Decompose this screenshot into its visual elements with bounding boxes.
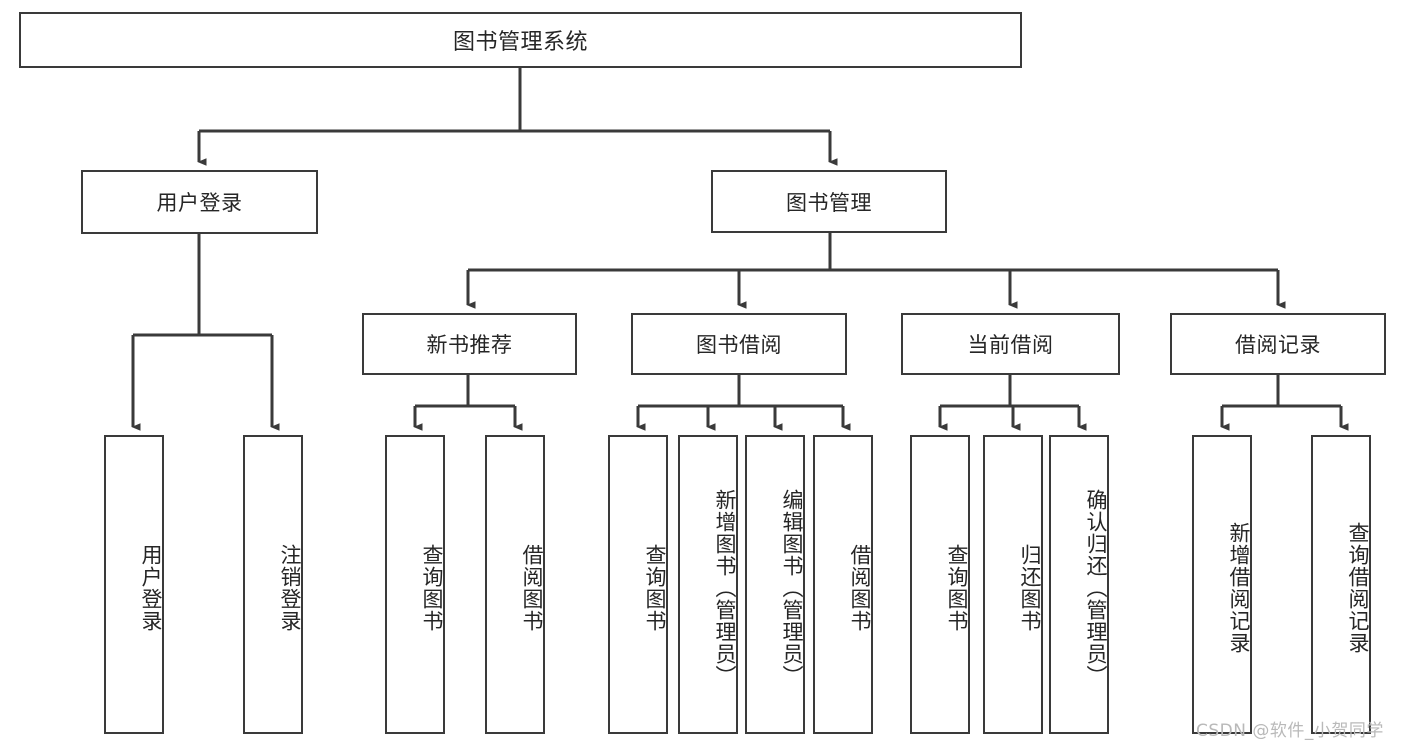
node-leaf-cur-confirm-return[interactable]: 确认归还（管理员）: [1049, 435, 1109, 734]
node-borrow-record[interactable]: 借阅记录: [1170, 313, 1386, 375]
node-leaf-cur-return-book[interactable]: 归还图书: [983, 435, 1043, 734]
node-book-borrow-label: 图书借阅: [696, 333, 782, 357]
node-leaf-borrow-add-book[interactable]: 新增图书（管理员）: [678, 435, 738, 734]
node-borrow-record-label: 借阅记录: [1235, 333, 1321, 357]
node-leaf-borrow-edit-book[interactable]: 编辑图书（管理员）: [745, 435, 805, 734]
node-leaf-borrow-borrow-book[interactable]: 借阅图书: [813, 435, 873, 734]
node-leaf-rec-borrow-book-label: 借阅图书: [520, 543, 544, 632]
node-user-login-label: 用户登录: [156, 191, 243, 215]
node-leaf-user-login[interactable]: 用户登录: [104, 435, 164, 734]
node-leaf-user-logout-label: 注销登录: [278, 543, 302, 632]
node-leaf-user-login-label: 用户登录: [139, 543, 163, 632]
node-leaf-borrow-add-book-label: 新增图书（管理员）: [713, 488, 737, 687]
node-user-login[interactable]: 用户登录: [81, 170, 318, 234]
node-leaf-borrow-query-book-label: 查询图书: [643, 543, 667, 632]
node-leaf-rec-query-record[interactable]: 查询借阅记录: [1311, 435, 1371, 734]
node-book-manage-label: 图书管理: [786, 190, 872, 215]
node-book-manage[interactable]: 图书管理: [711, 170, 947, 233]
node-leaf-rec-add-record[interactable]: 新增借阅记录: [1192, 435, 1252, 734]
node-leaf-cur-confirm-return-label: 确认归还（管理员）: [1084, 488, 1108, 687]
node-leaf-cur-return-book-label: 归还图书: [1018, 543, 1042, 632]
node-root[interactable]: 图书管理系统: [19, 12, 1022, 68]
node-leaf-cur-query-book[interactable]: 查询图书: [910, 435, 970, 734]
node-leaf-rec-add-record-label: 新增借阅记录: [1227, 521, 1251, 654]
node-new-book-rec[interactable]: 新书推荐: [362, 313, 577, 375]
node-book-borrow[interactable]: 图书借阅: [631, 313, 847, 375]
node-leaf-rec-query-book-label: 查询图书: [420, 543, 444, 632]
node-root-label: 图书管理系统: [452, 30, 588, 55]
node-leaf-cur-query-book-label: 查询图书: [945, 543, 969, 632]
node-leaf-borrow-query-book[interactable]: 查询图书: [608, 435, 668, 734]
node-new-book-rec-label: 新书推荐: [426, 333, 513, 357]
node-leaf-rec-query-book[interactable]: 查询图书: [385, 435, 445, 734]
csdn-watermark: CSDN @软件_小贺同学: [1196, 721, 1384, 741]
node-leaf-rec-borrow-book[interactable]: 借阅图书: [485, 435, 545, 734]
node-current-borrow-label: 当前借阅: [967, 333, 1054, 357]
node-leaf-borrow-edit-book-label: 编辑图书（管理员）: [780, 488, 804, 687]
node-leaf-borrow-borrow-book-label: 借阅图书: [848, 543, 872, 632]
node-leaf-rec-query-record-label: 查询借阅记录: [1346, 521, 1370, 654]
node-leaf-user-logout[interactable]: 注销登录: [243, 435, 303, 734]
node-current-borrow[interactable]: 当前借阅: [901, 313, 1120, 375]
